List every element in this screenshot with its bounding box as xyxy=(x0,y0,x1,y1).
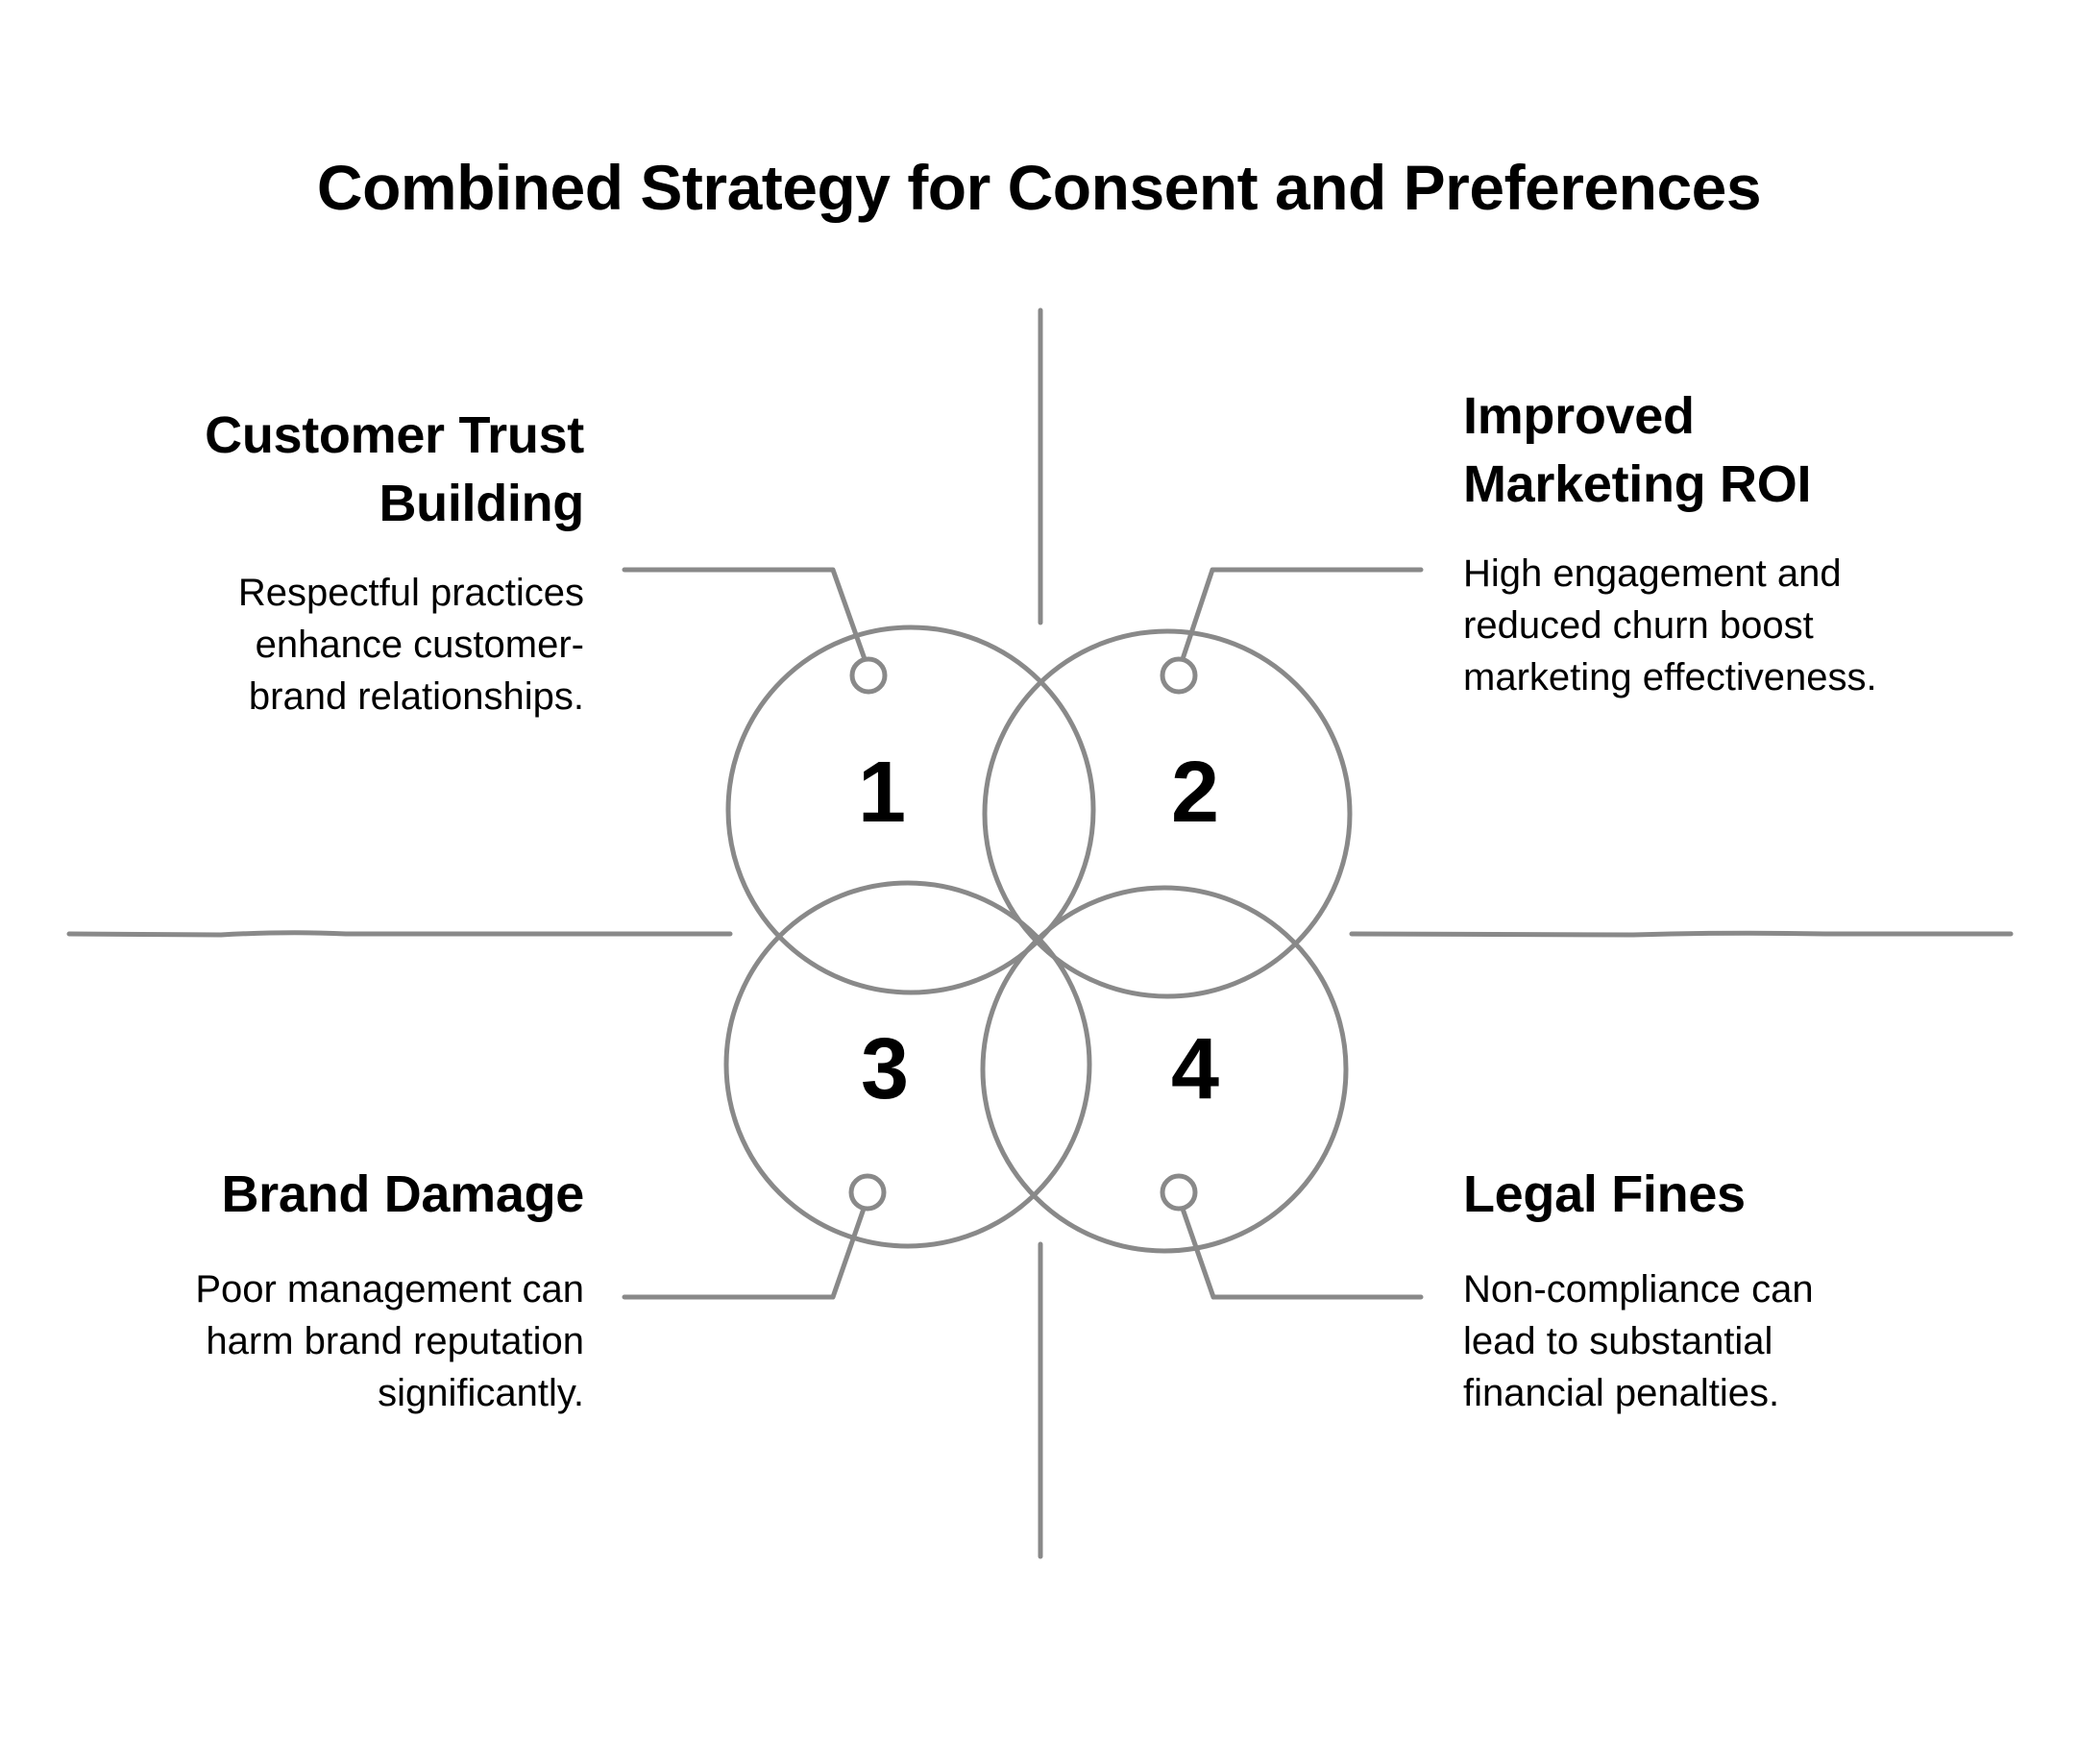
circle-4 xyxy=(980,885,1349,1254)
quadrant-legal-fines: Legal Fines Non-compliance can lead to s… xyxy=(1463,1161,1905,1419)
quadrant-marketing-roi: Improved Marketing ROI High engagement a… xyxy=(1463,382,1886,703)
connector-line-3 xyxy=(622,1206,867,1300)
quadrant-description: Respectful practices enhance customer-br… xyxy=(237,572,584,718)
heading-line: Improved xyxy=(1463,387,1695,445)
circle-3 xyxy=(723,880,1092,1249)
axis-horizontal-left xyxy=(66,930,733,938)
heading-line: Building xyxy=(379,475,584,532)
circle-number-4: 4 xyxy=(1170,1021,1220,1117)
quadrant-description: Non-compliance can lead to substantial f… xyxy=(1463,1268,1814,1414)
circle-1 xyxy=(725,625,1096,995)
heading-line: Customer Trust xyxy=(205,406,584,464)
quadrant-heading: Customer Trust Building xyxy=(161,402,584,538)
quadrant-description: Poor management can harm brand reputatio… xyxy=(195,1268,584,1414)
quadrant-heading: Legal Fines xyxy=(1463,1165,1746,1223)
connector-dot-3 xyxy=(848,1173,887,1212)
connector-line-1 xyxy=(622,567,868,662)
circle-number-3: 3 xyxy=(860,1021,910,1117)
diagram-title: Combined Strategy for Consent and Prefer… xyxy=(316,152,1762,223)
connector-dot-2 xyxy=(1160,656,1198,695)
quadrant-heading: Improved Marketing ROI xyxy=(1463,382,1886,519)
connector-dot-1 xyxy=(849,656,888,695)
quadrant-customer-trust: Customer Trust Building Respectful pract… xyxy=(161,402,584,723)
circle-number-2: 2 xyxy=(1170,745,1220,841)
connector-line-2 xyxy=(1180,567,1424,662)
axis-horizontal-right xyxy=(1349,930,2014,938)
quadrant-brand-damage: Brand Damage Poor management can harm br… xyxy=(113,1161,584,1419)
connector-line-4 xyxy=(1180,1206,1424,1300)
quadrant-heading: Brand Damage xyxy=(221,1165,584,1223)
heading-line: Marketing ROI xyxy=(1463,455,1812,513)
quadrant-description: High engagement and reduced churn boost … xyxy=(1463,552,1877,698)
circle-2 xyxy=(982,628,1353,999)
circle-number-1: 1 xyxy=(857,745,907,841)
connector-dot-4 xyxy=(1160,1173,1198,1212)
